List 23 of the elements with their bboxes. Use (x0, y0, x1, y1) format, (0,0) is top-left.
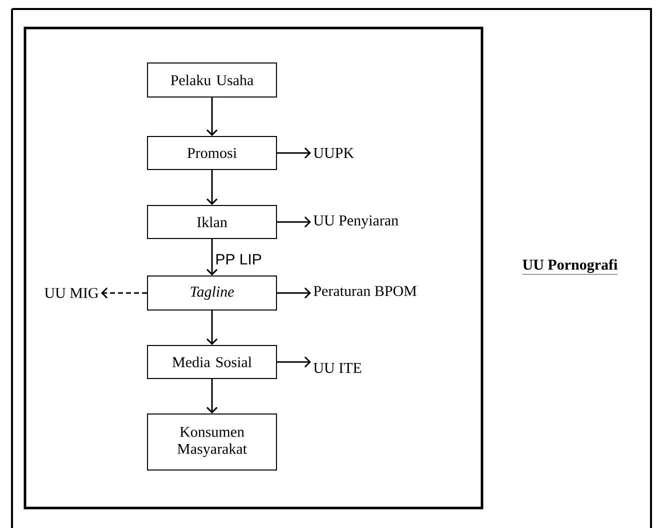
process-box: Media Sosial (147, 345, 277, 379)
arrow (277, 147, 311, 159)
arrow (206, 98, 218, 136)
process-box: Promosi (147, 136, 277, 170)
process-box: Iklan (147, 205, 277, 239)
process-box: Tagline (147, 276, 277, 310)
process-box: Konsumen Masyarakat (147, 414, 277, 470)
arrow (277, 287, 311, 299)
law-label: UUPK (314, 148, 354, 158)
law-label: UU Penyiaran (314, 215, 398, 229)
law-label: UU ITE (314, 363, 362, 373)
arrow (277, 216, 311, 228)
inner-frame (24, 26, 484, 510)
law-label: UU MIG (44, 288, 98, 298)
arrow (206, 239, 218, 276)
arrow (206, 170, 218, 205)
arrow (277, 356, 311, 368)
arrow (101, 287, 147, 299)
arrow (206, 379, 218, 414)
process-box: Pelaku Usaha (147, 62, 277, 98)
arrow (206, 310, 218, 345)
law-label: Peraturan BPOM (314, 286, 416, 296)
edge-label: PP LIP (214, 253, 263, 266)
